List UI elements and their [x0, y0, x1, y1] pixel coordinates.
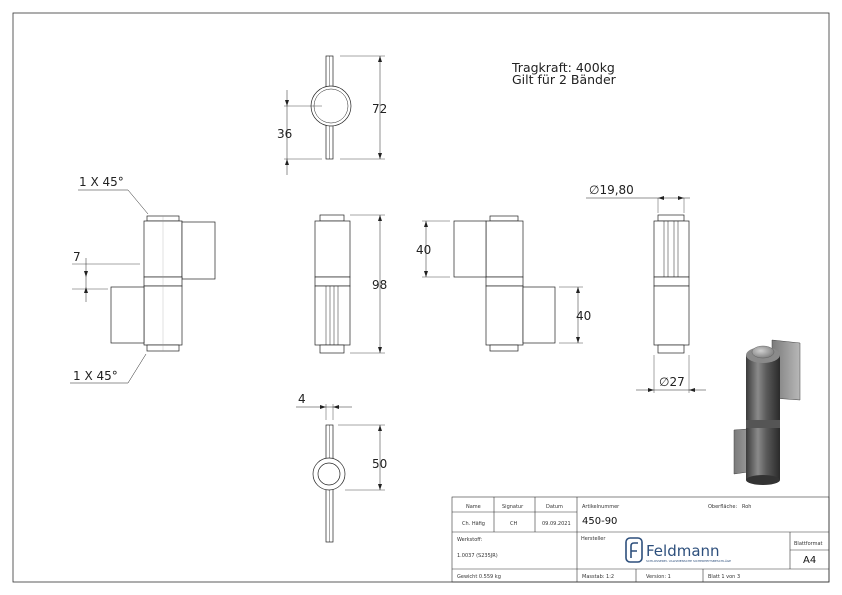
dim-barrel-diameter: ∅27: [659, 375, 685, 389]
dim-bottom-height: 50: [372, 457, 387, 471]
tb-article-label: Artikelnummer: [582, 504, 620, 510]
dim-lower-leaf: 40: [576, 309, 591, 323]
dim-bottom-thickness: 4: [298, 392, 306, 406]
title-block: [451, 496, 830, 583]
side-view-right: [422, 215, 583, 352]
hinge-3d-render: [733, 339, 801, 485]
tb-scale: Masstab: 1:2: [582, 574, 614, 580]
svg-text:SCHLOSSEREI- VALISMENSCHE SICH: SCHLOSSEREI- VALISMENSCHE SICHERHEITSBES…: [646, 558, 731, 563]
tb-sheet: Blatt 1 von 3: [708, 574, 740, 580]
dim-chamfer-top: 1 X 45°: [79, 175, 124, 189]
svg-text:Feldmann: Feldmann: [646, 542, 720, 560]
tb-signature: CH: [510, 521, 517, 527]
tb-weight: Gewicht 0.559 kg: [457, 574, 501, 580]
dim-upper-leaf: 40: [416, 243, 431, 257]
tb-format-value: A4: [803, 555, 816, 566]
feldmann-logo: Feldmann SCHLOSSEREI- VALISMENSCHE SICHE…: [625, 537, 731, 563]
bottom-view: [296, 404, 385, 543]
tb-name: Ch. Häfig: [462, 521, 485, 527]
tb-format-label: Blattformat: [794, 541, 823, 547]
tb-article-number: 450-90: [582, 516, 617, 527]
tb-col-signature: Signatur: [502, 504, 524, 510]
tb-manufacturer-label: Hersteller: [581, 536, 606, 542]
front-view: [314, 214, 385, 354]
applies-to-note: Gilt für 2 Bänder: [512, 72, 617, 87]
dim-offset: 7: [73, 250, 81, 264]
tb-material-value: 1.0037 (S235JR): [457, 553, 498, 559]
dim-chamfer-bottom: 1 X 45°: [73, 369, 118, 383]
sheet-frame: [12, 12, 830, 583]
tb-version: Version: 1: [646, 574, 671, 580]
dim-total-height: 98: [372, 278, 387, 292]
dim-pin-diameter: ∅19,80: [589, 183, 634, 197]
dim-top-center: 36: [277, 127, 292, 141]
dim-top-height: 72: [372, 102, 387, 116]
tb-material-label: Werkstoff:: [457, 537, 483, 543]
top-view: [284, 55, 385, 175]
load-capacity-note: Tragkraft: 400kg: [511, 60, 615, 75]
tb-surface-value: Roh: [742, 504, 751, 510]
tb-col-name: Name: [466, 504, 481, 510]
tb-surface-label: Oberfläche:: [708, 504, 737, 510]
tb-date: 09.09.2021: [542, 521, 571, 527]
side-view-left: [70, 189, 216, 384]
tb-col-date: Datum: [546, 504, 563, 510]
section-view: [586, 196, 706, 393]
